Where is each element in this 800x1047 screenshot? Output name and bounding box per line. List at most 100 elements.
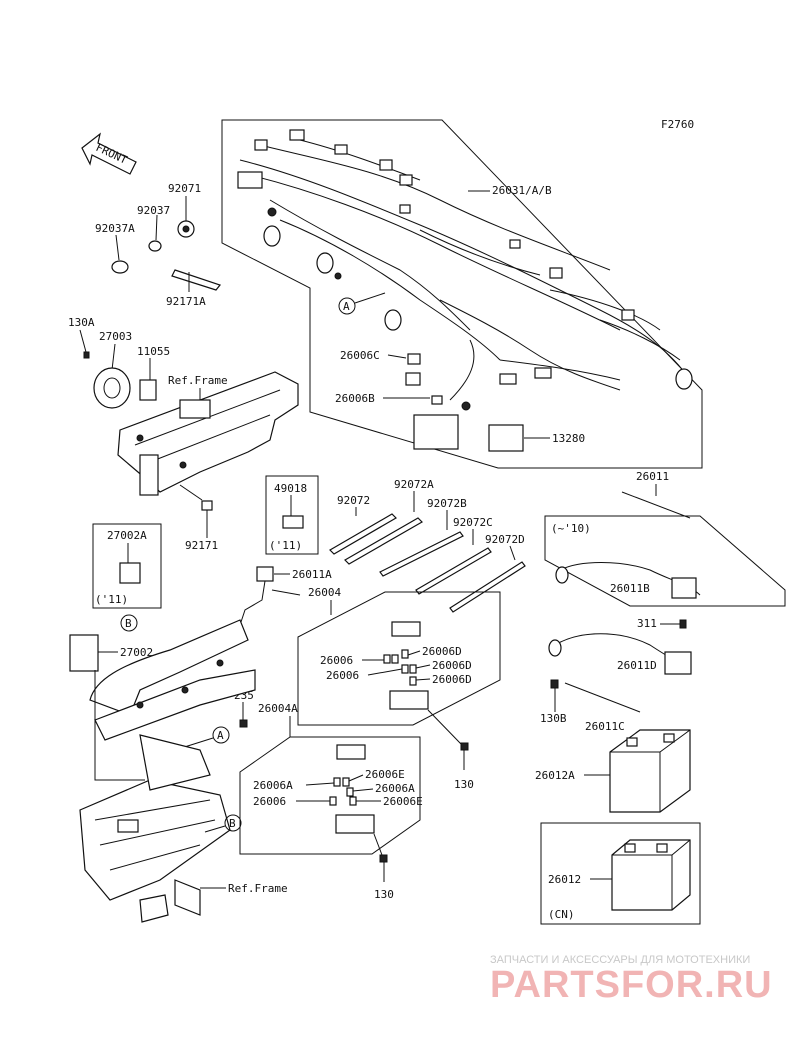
label-311: 311 (637, 617, 657, 630)
horn-27003 (93, 367, 131, 409)
ref-frame-2: Ref.Frame (228, 882, 288, 895)
wiring-harness (237, 129, 693, 411)
frame-lower (79, 619, 256, 923)
fuse-26006-1 (383, 654, 391, 664)
callout-a-1 (338, 297, 356, 315)
box-26011b (544, 515, 786, 607)
relay-26006c (407, 353, 421, 365)
label-26006d-2: 26006D (432, 659, 472, 672)
label-26006e-1: 26006E (365, 768, 405, 781)
frame-bracket (179, 399, 211, 419)
tie-92072c (415, 547, 492, 595)
fuse-cover-26004 (391, 621, 421, 637)
tie-92072b (379, 531, 464, 577)
relay-27002 (69, 634, 99, 672)
label-26006a-2: 26006A (375, 782, 415, 795)
fuse-26006a-1 (333, 777, 341, 787)
callout-b-1-label: B (125, 617, 132, 630)
label-92037: 92037 (137, 204, 170, 217)
label-26011a: 26011A (292, 568, 332, 581)
fuse-box-holder (413, 414, 459, 450)
main-harness-group: A (221, 119, 703, 469)
label-27003: 27003 (99, 330, 132, 343)
label-130b: 130B (540, 712, 567, 725)
label-26006-1: 26006 (320, 654, 353, 667)
battery-26012a (609, 729, 691, 813)
label-26006b: 26006B (335, 392, 375, 405)
callout-b-1 (120, 614, 138, 632)
label-26006d-1: 26006D (422, 645, 462, 658)
label-26011: 26011 (636, 470, 669, 483)
label-92072: 92072 (337, 494, 370, 507)
label-26006a-1: 26006A (253, 779, 293, 792)
connector-49018 (282, 515, 304, 529)
label-13280: 13280 (552, 432, 585, 445)
label-26012: 26012 (548, 873, 581, 886)
note-cn: (CN) (548, 908, 575, 921)
tie-92072d (449, 561, 526, 613)
label-26006d-3: 26006D (432, 673, 472, 686)
callout-b-2-label: B (229, 817, 236, 830)
ref-frame-1: Ref.Frame (168, 374, 228, 387)
callout-a-1-label: A (343, 300, 350, 313)
label-130a: 130A (68, 316, 95, 329)
relay-26006c-base (405, 372, 421, 386)
label-92071: 92071 (168, 182, 201, 195)
label-26004: 26004 (308, 586, 341, 599)
label-130-2: 130 (374, 888, 394, 901)
label-92072b: 92072B (427, 497, 467, 510)
watermark-subtitle: ЗАПЧАСТИ И АКСЕССУАРЫ ДЛЯ МОТОТЕХНИКИ (490, 954, 750, 966)
cover-13280 (488, 424, 524, 452)
label-49018: 49018 (274, 482, 307, 495)
label-26006e-2: 26006E (383, 795, 423, 808)
label-26006c: 26006C (340, 349, 380, 362)
callout-a-2 (212, 726, 230, 744)
label-26006-3: 26006 (253, 795, 286, 808)
label-26004a: 26004A (258, 702, 298, 715)
label-92072a: 92072A (394, 478, 434, 491)
box-26012 (540, 822, 701, 925)
fuse-box-26004 (389, 690, 429, 710)
note-to-10: (~'10) (551, 522, 591, 535)
clip-92037 (148, 240, 162, 252)
label-92072c: 92072C (453, 516, 493, 529)
callout-b-2 (224, 814, 242, 832)
label-26011b: 26011B (610, 582, 650, 595)
relay-27002a (119, 562, 141, 584)
harness-frame (221, 119, 703, 469)
fuse-box-26004a (335, 814, 375, 834)
bolt-130b (550, 679, 559, 689)
bolt-311 (679, 619, 687, 629)
cable-26011c (564, 682, 641, 713)
clip-92171 (201, 500, 213, 511)
bolt-130-1 (460, 742, 469, 751)
frame-post (139, 454, 159, 496)
lead-26011 (621, 491, 691, 519)
bracket-11055 (139, 379, 157, 401)
label-27002a: 27002A (107, 529, 147, 542)
bolt-130a (83, 351, 90, 359)
connector-26011a (256, 566, 274, 582)
label-92171: 92171 (185, 539, 218, 552)
callout-a-2-label: A (217, 729, 224, 742)
relay-26006b (431, 395, 443, 405)
relay-26011d (664, 651, 692, 675)
box-26004 (297, 591, 501, 726)
watermark-brand: PARTSFOR.RU (490, 964, 773, 1006)
box-27002a (92, 523, 162, 609)
band-92171a (171, 269, 222, 291)
label-26006-2: 26006 (326, 669, 359, 682)
bolt-130-2 (379, 854, 388, 863)
label-27002: 27002 (120, 646, 153, 659)
label-26011d: 26011D (617, 659, 657, 672)
label-92037a: 92037A (95, 222, 135, 235)
label-92072d: 92072D (485, 533, 525, 546)
label-130-1: 130 (454, 778, 474, 791)
label-11055: 11055 (137, 345, 170, 358)
label-92171a: 92171A (166, 295, 206, 308)
label-26011c: 26011C (585, 720, 625, 733)
note-11-a: ('11) (269, 539, 302, 552)
box-49018 (265, 475, 319, 555)
note-11-b: ('11) (95, 593, 128, 606)
